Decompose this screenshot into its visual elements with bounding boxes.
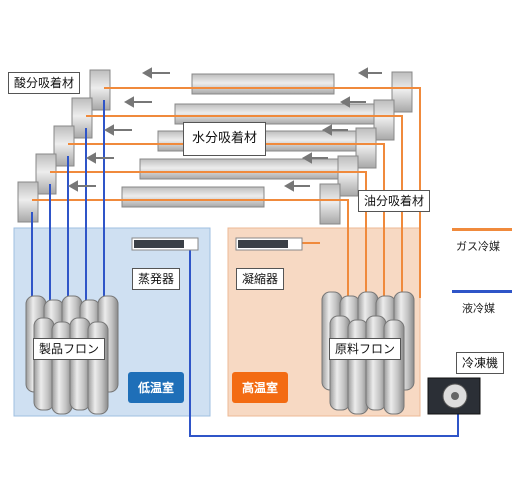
tube-4	[139, 158, 351, 180]
evaporator-unit	[131, 237, 199, 251]
condenser-label: 凝縮器	[236, 268, 285, 290]
legend-liquid-label: 液冷媒	[462, 302, 495, 315]
condenser-unit	[235, 237, 303, 251]
legend-gas-label: ガス冷媒	[456, 240, 500, 253]
raw-freon-label: 原料フロン	[329, 338, 402, 360]
refrigerator-unit	[427, 377, 481, 415]
water-adsorbent-label: 水分吸着材	[183, 122, 267, 156]
flow-arrows	[67, 67, 382, 192]
acid-adsorbent-label: 酸分吸着材	[8, 72, 81, 94]
gas-refrigerant-lines	[32, 87, 421, 298]
oil-adsorbent-label: 油分吸着材	[358, 190, 431, 212]
high-temp-room-tag: 高温室	[232, 372, 289, 403]
liquid-refrigerant-lines	[31, 100, 459, 437]
acid-adsorbent-canisters	[17, 69, 111, 223]
oil-adsorbent-canisters	[319, 71, 413, 225]
product-freon-cylinders	[25, 295, 119, 415]
tube-2	[174, 103, 386, 125]
evaporator-label: 蒸発器	[132, 268, 181, 290]
legend-gas-line	[452, 228, 512, 231]
tube-1	[191, 73, 335, 95]
refrigerator-label: 冷凍機	[456, 352, 505, 374]
tube-5	[121, 186, 265, 208]
legend-liquid-line	[452, 290, 512, 293]
low-temp-room-tag: 低温室	[128, 372, 185, 403]
product-freon-label: 製品フロン	[33, 338, 106, 360]
